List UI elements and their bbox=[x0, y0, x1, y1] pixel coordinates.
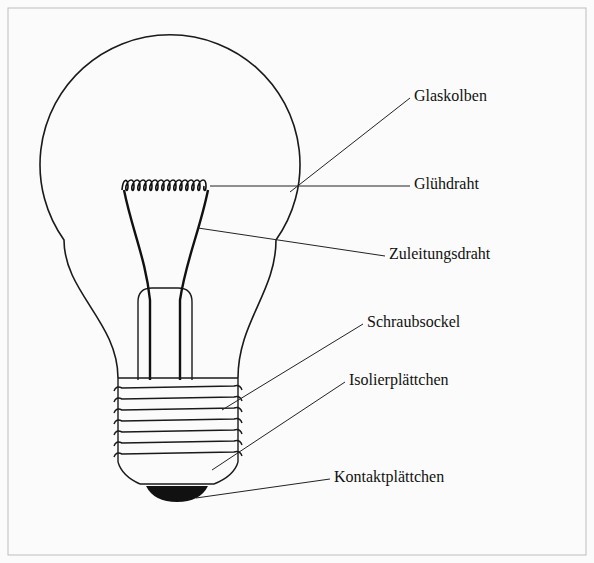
leader-line bbox=[196, 479, 330, 498]
glass-stem bbox=[138, 288, 192, 380]
part-label: Isolierplättchen bbox=[349, 371, 449, 389]
thread-line bbox=[114, 397, 242, 403]
leader-line bbox=[212, 382, 345, 470]
glass-bulb bbox=[40, 35, 300, 378]
picture-frame bbox=[8, 8, 586, 555]
thread-line bbox=[114, 430, 242, 436]
leader-line bbox=[198, 228, 385, 256]
leader-line bbox=[222, 324, 363, 410]
leader-lines bbox=[196, 98, 410, 498]
thread-line bbox=[114, 441, 242, 447]
leader-line bbox=[210, 186, 410, 187]
thread-line bbox=[114, 408, 242, 414]
part-label: Glühdraht bbox=[414, 175, 479, 193]
thread-line bbox=[114, 386, 242, 392]
thread-line bbox=[114, 419, 242, 425]
thread-line bbox=[114, 452, 242, 458]
screw-threads bbox=[114, 386, 242, 458]
lead-wire bbox=[124, 190, 150, 380]
leader-line bbox=[290, 98, 410, 192]
filament-coil bbox=[122, 180, 206, 191]
lead-wire bbox=[180, 190, 208, 380]
contact-plate bbox=[146, 486, 208, 502]
part-label: Schraubsockel bbox=[367, 313, 460, 331]
part-label: Glaskolben bbox=[414, 87, 487, 105]
part-label: Zuleitungsdraht bbox=[389, 245, 490, 263]
part-label: Kontaktplättchen bbox=[334, 468, 444, 486]
